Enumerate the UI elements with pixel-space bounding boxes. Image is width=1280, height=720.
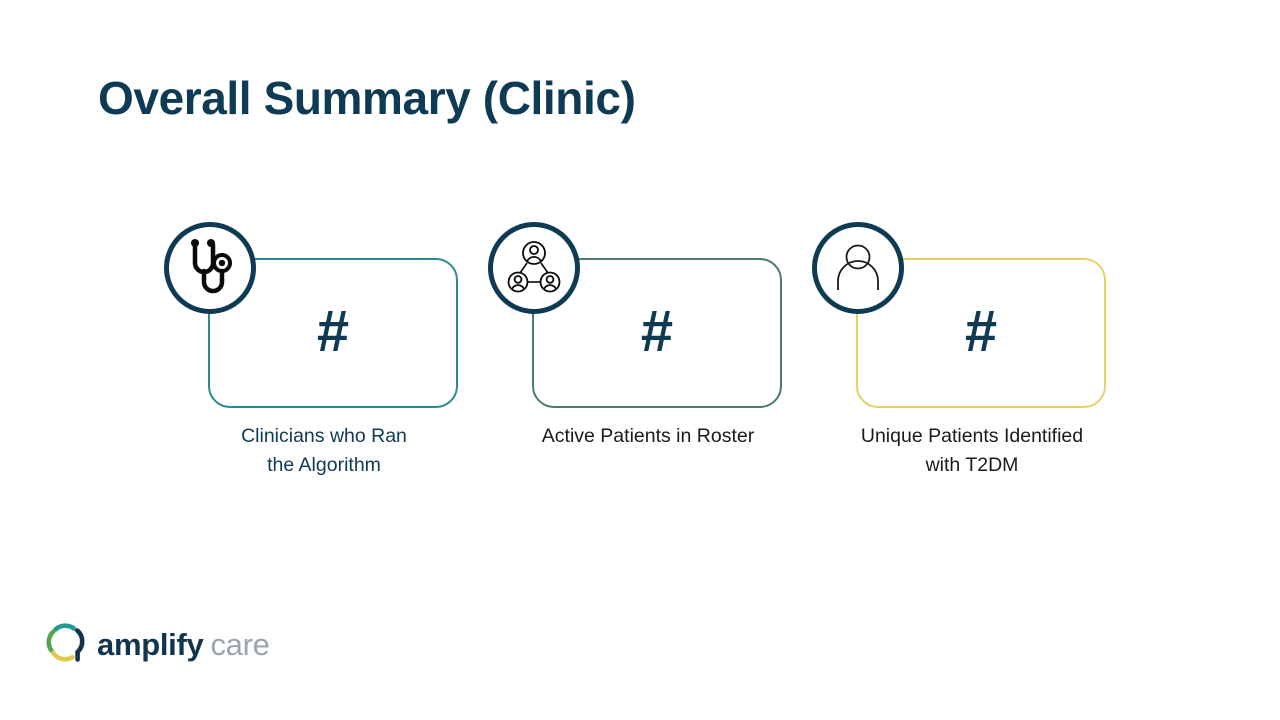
stat-card-icon-badge [488, 222, 580, 314]
people-network-icon [505, 239, 563, 297]
person-icon [829, 240, 887, 296]
stat-caption-line-1: Clinicians who Ran [241, 425, 407, 447]
stat-card-frame: # [532, 258, 782, 408]
amplify-care-mark-icon [44, 621, 88, 667]
stethoscope-icon [180, 237, 240, 299]
stat-caption-line-2: the Algorithm [267, 454, 381, 477]
stat-value: # [316, 298, 350, 364]
brand-word-care: care [210, 626, 270, 662]
stat-card-icon-badge [812, 222, 904, 314]
stat-card-caption: Active Patients in Roster [492, 422, 804, 451]
stat-card-clinicians-ran-algorithm[interactable]: # Clinicians who Ran the Algorithm [162, 222, 486, 492]
stat-caption-line-1: Unique Patients Identified [860, 425, 1084, 447]
stat-card-caption: Unique Patients Identified with T2DM [816, 422, 1128, 481]
stat-card-frame: # [856, 258, 1106, 408]
page-title: Overall Summary (Clinic) [98, 72, 636, 124]
stat-value: # [640, 298, 674, 364]
stat-card-icon-badge [164, 222, 256, 314]
brand-word-amplify: amplify [97, 626, 204, 662]
stat-card-frame: # [208, 258, 458, 408]
stat-card-active-patients-roster[interactable]: # [486, 222, 810, 492]
stat-value: # [964, 298, 998, 364]
summary-cards-row: # Clinicians who Ran the Algorithm [0, 222, 1280, 492]
stat-card-caption: Clinicians who Ran the Algorithm [168, 422, 480, 481]
stat-caption-line-1: Active Patients in Roster [541, 425, 755, 447]
stat-caption-line-2: with T2DM [925, 454, 1019, 477]
stat-card-unique-patients-t2dm[interactable]: # Unique Patients Identified with T2DM [810, 222, 1134, 492]
